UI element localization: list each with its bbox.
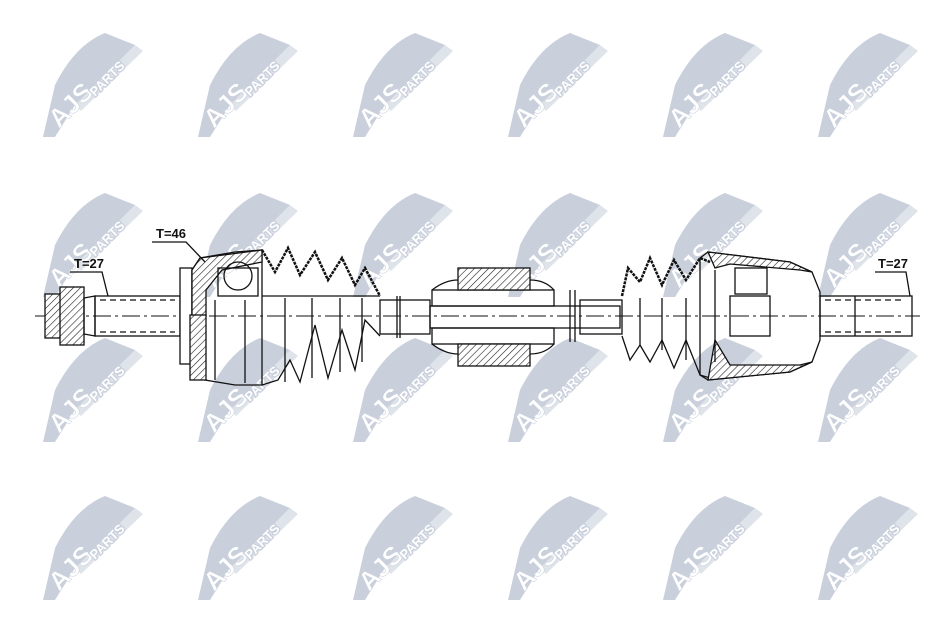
leader-abs xyxy=(152,241,206,263)
vibration-damper xyxy=(431,267,555,367)
right-spline-end xyxy=(819,295,913,337)
outer-cv-joint xyxy=(179,249,263,386)
outer-boot xyxy=(260,245,382,386)
leader-right xyxy=(875,271,911,297)
inner-boot xyxy=(620,254,711,379)
label-right-spline: T=27 xyxy=(878,256,908,271)
label-left-spline: T=27 xyxy=(74,256,104,271)
label-abs-ring: T=46 xyxy=(156,226,186,241)
leader-left xyxy=(70,271,109,297)
inner-tripod-joint xyxy=(699,251,821,381)
